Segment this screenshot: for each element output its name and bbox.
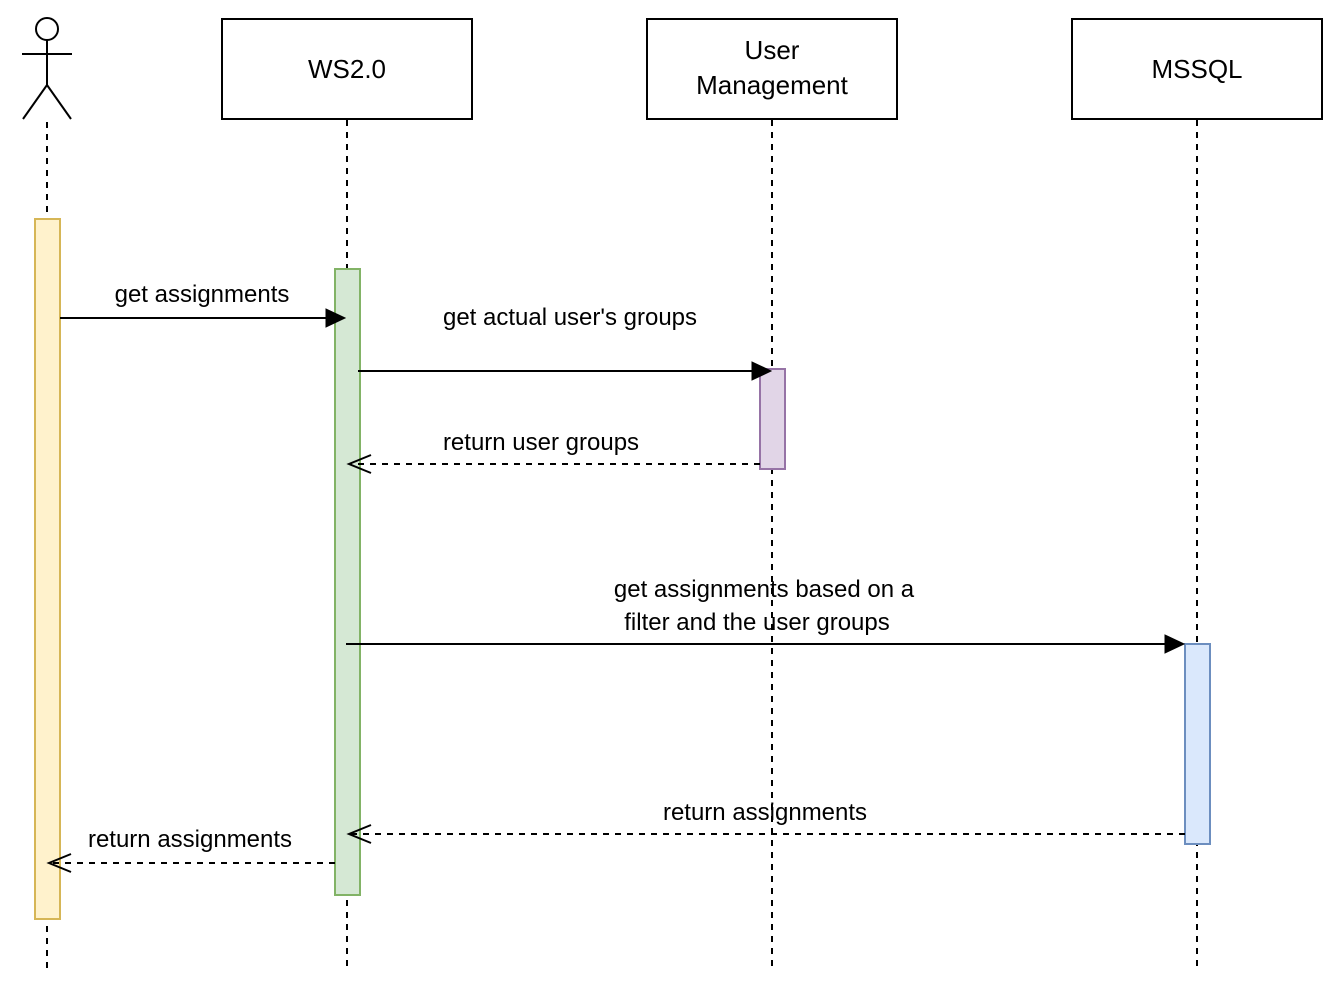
message-get-assignments-label: get assignments [115, 281, 290, 308]
participant-user-management-label-line-2: Management [696, 70, 849, 100]
message-get-user-groups-label: get actual user's groups [443, 304, 697, 331]
message-return-assignments-user-label: return assignments [88, 826, 292, 853]
arrowhead-open-icon [346, 454, 372, 474]
message-get-assignments: get assignments [60, 281, 347, 328]
message-return-assignments-db-label: return assignments [663, 799, 867, 826]
activation-ws [334, 268, 361, 896]
participant-user-management: User Management [646, 18, 898, 120]
activation-mssql [1184, 643, 1211, 845]
message-return-assignments-db: return assignments [346, 799, 1185, 844]
participant-user-management-label-line-1: User [745, 35, 800, 65]
participant-mssql: MSSQL [1071, 18, 1323, 120]
participant-mssql-label: MSSQL [1151, 54, 1242, 84]
participant-ws: WS2.0 [221, 18, 473, 120]
message-return-user-groups: return user groups [346, 429, 760, 474]
activation-user-management [759, 368, 786, 470]
arrowhead-filled-icon [1164, 634, 1186, 654]
activation-user [34, 218, 61, 920]
arrowhead-open-icon [346, 824, 372, 844]
arrowhead-filled-icon [751, 361, 773, 381]
arrowhead-open-icon [46, 853, 72, 873]
message-get-assignments-filtered-label-line-1: get assignments based on a [614, 576, 915, 603]
participant-ws-label: WS2.0 [308, 54, 386, 84]
message-return-assignments-user: return assignments [46, 826, 335, 873]
message-get-assignments-filtered-label-line-2: filter and the user groups [624, 609, 890, 636]
arrowhead-filled-icon [325, 308, 347, 328]
user-actor-icon [22, 17, 72, 120]
message-get-assignments-filtered: get assignments based on a filter and th… [346, 576, 1186, 654]
message-return-user-groups-label: return user groups [443, 429, 639, 456]
message-get-user-groups: get actual user's groups [358, 304, 773, 381]
